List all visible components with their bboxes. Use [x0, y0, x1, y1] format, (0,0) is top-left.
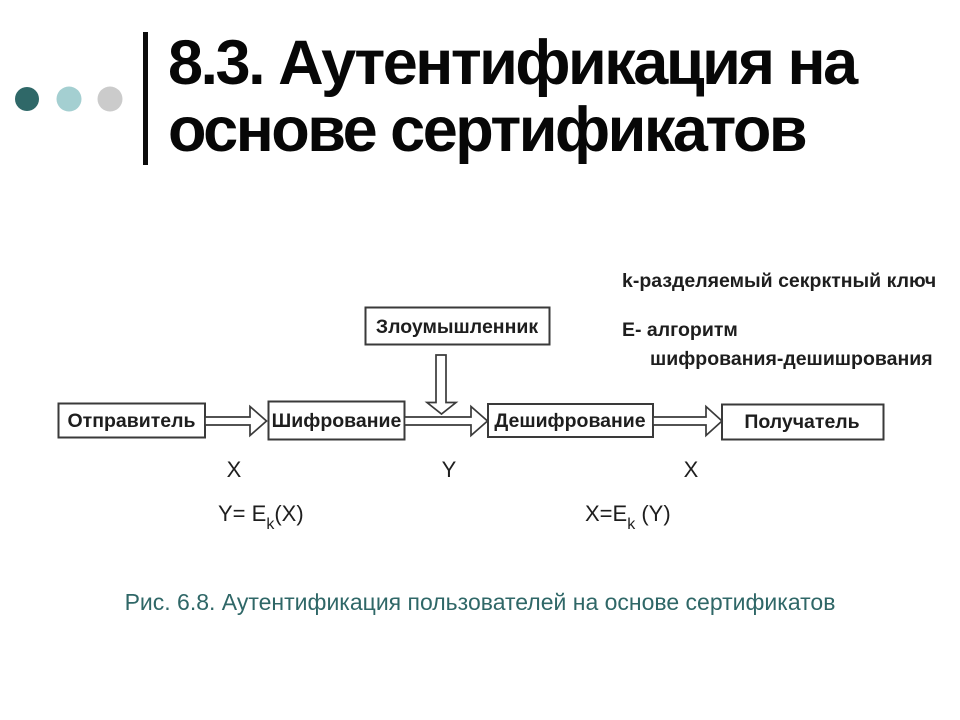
formula-encrypt-sub: k	[266, 516, 275, 533]
title-accent-bar	[143, 32, 148, 165]
formula-encrypt-pre: Y= E	[218, 501, 266, 526]
bullet-dot-gray	[97, 86, 123, 112]
decrypt-label: Дешифрование	[494, 410, 645, 432]
formula-encrypt: Y= Ek(X)	[218, 501, 304, 533]
encrypt-box	[267, 400, 406, 441]
bullet-dot-light-teal	[56, 86, 82, 112]
arrow-decrypt-to-receiver-icon	[652, 404, 724, 438]
bullet-dot-dark-teal	[15, 87, 39, 111]
flow-var-y: Y	[442, 457, 457, 482]
bullet-dots	[15, 86, 123, 112]
formula-decrypt-pre: X=E	[585, 501, 627, 526]
arrow-sender-to-encrypt-icon	[204, 404, 268, 438]
slide-title-line2: основе сертификатов	[168, 95, 808, 165]
slide-title: 8.3. Аутентификация на основе сертификат…	[168, 30, 888, 164]
arrow-encrypt-to-decrypt-icon	[403, 404, 489, 438]
formula-encrypt-post: (X)	[274, 501, 303, 526]
sender-box	[57, 402, 206, 439]
slide-title-line1: 8.3. Аутентификация на	[168, 28, 858, 98]
attacker-box	[364, 306, 551, 346]
formula-decrypt: X=Ek (Y)	[585, 501, 671, 533]
legend-algorithm-line1: E- алгоритм	[622, 319, 738, 341]
sender-label: Отправитель	[68, 410, 196, 432]
receiver-label: Получатель	[744, 411, 859, 433]
legend-shared-key: k-разделяемый секрктный ключ	[622, 270, 936, 292]
legend-algorithm-line2: шифрования-дешишрования	[650, 348, 933, 370]
flow-var-x1: X	[227, 457, 242, 482]
attacker-down-arrow-icon	[424, 354, 459, 416]
figure-caption: Рис. 6.8. Аутентификация пользователей н…	[124, 589, 836, 615]
formula-decrypt-sub: k	[627, 516, 636, 533]
flow-var-x2: X	[684, 457, 699, 482]
encrypt-label: Шифрование	[272, 410, 402, 432]
attacker-label: Злоумышленник	[376, 316, 538, 338]
formula-decrypt-post: (Y)	[635, 501, 670, 526]
